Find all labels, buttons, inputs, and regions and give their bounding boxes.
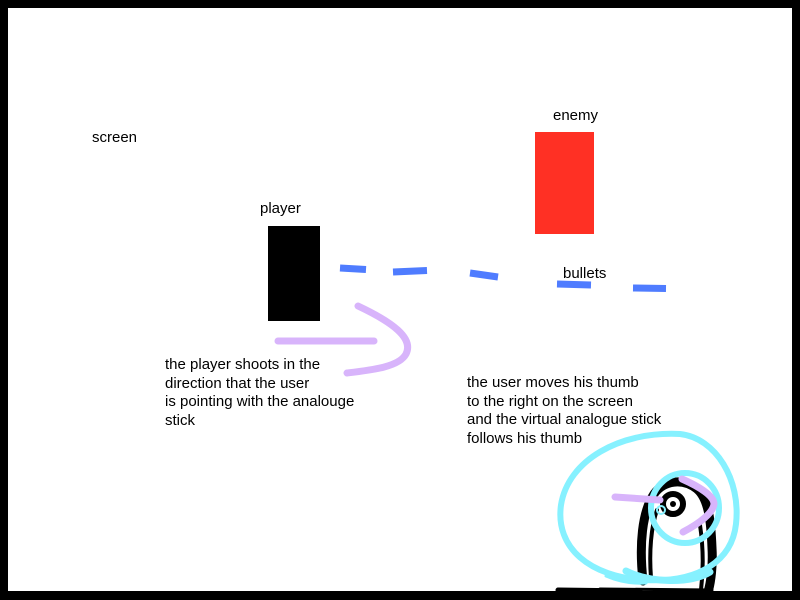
enemy-sprite <box>535 132 594 234</box>
bullet <box>339 264 367 273</box>
thumb-note: the user moves his thumb to the right on… <box>467 374 661 448</box>
player-label: player <box>260 200 301 217</box>
bullets-trail <box>339 264 667 292</box>
player-sprite <box>268 226 320 321</box>
bullet <box>632 284 667 292</box>
virtual-analogue-stick <box>557 430 740 585</box>
shoot-note-line: the player shoots in the <box>165 356 321 373</box>
curved-arrow-icon <box>274 302 412 377</box>
shoot-note: the player shoots in the direction that … <box>165 356 354 430</box>
thumb-note-line: to the right on the screen <box>467 392 633 410</box>
thumb-note-line: the user moves his thumb <box>467 374 639 391</box>
bullet <box>392 267 428 276</box>
shoot-note-line: stick <box>165 411 195 429</box>
bullets-label: bullets <box>563 265 607 282</box>
bullet <box>469 269 499 281</box>
shoot-note-line: direction that the user <box>165 374 310 392</box>
thumb-note-line: follows his thumb <box>467 429 583 447</box>
thumb-note-line: and the virtual analogue stick <box>467 411 662 428</box>
screen-label: screen <box>92 129 138 146</box>
shoot-note-line: is pointing with the analouge <box>165 393 355 410</box>
stick-arrow-icon <box>611 475 718 536</box>
sketch-drawing <box>268 132 740 591</box>
enemy-label: enemy <box>553 107 599 124</box>
bullet <box>556 280 592 289</box>
